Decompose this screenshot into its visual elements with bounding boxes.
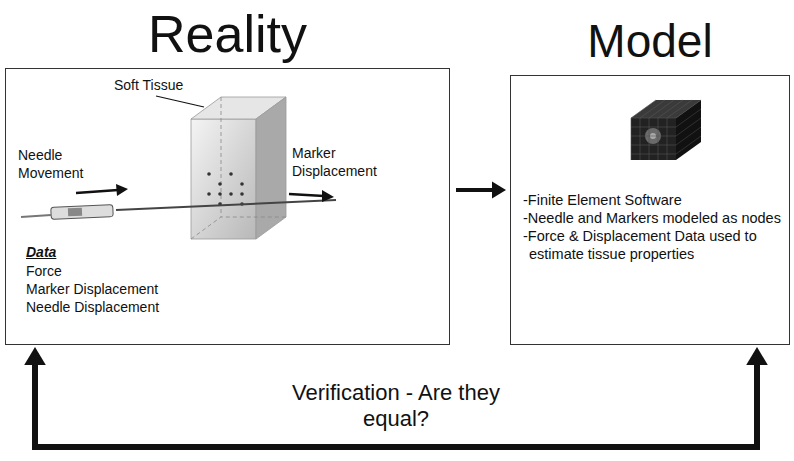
connector-label: Verification - Are they equal? [272, 380, 520, 433]
connector [35, 358, 757, 447]
panel-heading: Reality [5, 8, 450, 60]
bullet-list: -Finite Element Software-Needle and Mark… [523, 191, 785, 264]
motion-label: Marker Displacement [292, 145, 387, 180]
reality-panel: RealitySoft TissueNeedle MovementMarker … [5, 0, 450, 345]
data-item: Force [26, 263, 62, 281]
arrow-head [492, 182, 506, 199]
connector [456, 188, 495, 192]
panel-heading: Model [510, 18, 790, 64]
data-heading: Data [26, 244, 56, 262]
panel-frame: -Finite Element Software-Needle and Mark… [510, 75, 790, 345]
model-panel: Model -Finite Element Software-Needle and… [510, 10, 790, 345]
bullet-text: -Needle and Markers modeled as nodes [523, 209, 785, 227]
bullet-text: -Finite Element Software [523, 191, 785, 209]
data-item: Needle Displacement [26, 299, 159, 317]
panel-frame: Soft TissueNeedle MovementMarker Displac… [5, 68, 450, 345]
data-item: Marker Displacement [26, 281, 158, 299]
arrow-head [746, 347, 768, 365]
motion-label: Needle Movement [18, 147, 88, 182]
bullet-text: -Force & Displacement Data used to estim… [523, 227, 785, 263]
arrow-head [24, 347, 46, 365]
part-label: Soft Tissue [114, 77, 183, 95]
fe-mesh-block [621, 88, 711, 168]
